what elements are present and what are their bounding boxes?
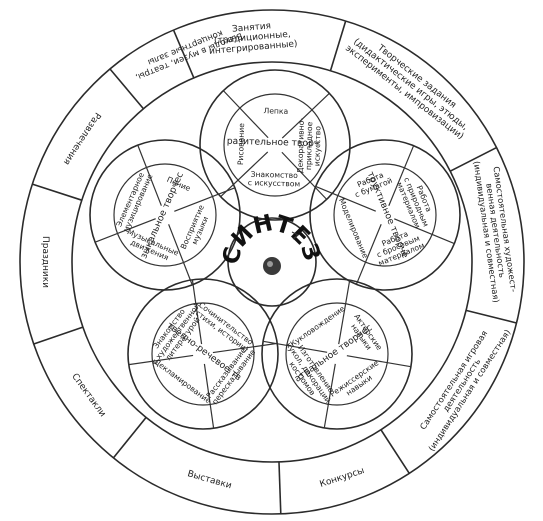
segment-label: Декоративно- — [295, 118, 305, 174]
segment-divider — [137, 144, 162, 206]
activity-circle-outline — [89, 139, 241, 291]
activity-circle-inner — [151, 302, 255, 406]
segment-label: Кукловождение — [289, 304, 347, 349]
segment-label: Декламирование — [152, 357, 212, 406]
sector-divider — [32, 183, 83, 201]
sector-divider — [172, 29, 195, 79]
segment-divider — [394, 218, 455, 245]
segment-divider — [262, 340, 328, 353]
activity-title: Художественно-речевое творчество — [0, 0, 243, 383]
synthesis-hub: СИНТЕЗ — [218, 210, 325, 307]
segment-divider — [222, 90, 269, 139]
segment-divider — [191, 279, 203, 345]
segment-label: Рисование — [236, 123, 246, 166]
segment: Декламирование — [152, 357, 212, 406]
segment-divider — [315, 185, 376, 212]
segment-divider — [203, 363, 215, 429]
outer-sector-label: Выставки — [186, 469, 233, 491]
segment-divider — [168, 224, 193, 286]
segment-label: прикладное — [304, 121, 314, 170]
outer-sector-label: Занятия — [232, 21, 272, 34]
outer-sector: Развлечения — [61, 110, 102, 166]
outer-sector-label: Праздники — [40, 236, 50, 288]
segment-divider — [174, 187, 236, 212]
segment: Лепка — [263, 106, 288, 116]
activity-circle-outline — [309, 139, 461, 291]
outer-sector-label: Конкурсы — [319, 466, 366, 490]
outer-sector: Спектакли — [69, 372, 107, 419]
segment-label: Знакомство — [251, 170, 299, 180]
segment-label: Лепка — [263, 106, 288, 116]
outer-sector: Конкурсы — [319, 466, 366, 490]
sector-divider — [329, 20, 347, 71]
segment: Рисование — [236, 123, 246, 166]
outer-sector-label: эксперименты, импровизации) — [343, 43, 465, 141]
activity-circle-inner — [223, 93, 327, 197]
hub-circle — [227, 217, 317, 307]
sector-divider — [465, 309, 517, 324]
outer-sector: Праздники — [40, 236, 50, 288]
segment-divider — [281, 92, 330, 139]
sector-divider — [380, 429, 410, 474]
activity-circle-inner — [285, 302, 389, 406]
segment-label: искусство — [312, 126, 322, 167]
segment-divider — [128, 354, 194, 366]
segment-divider — [323, 363, 336, 429]
segment-divider — [346, 355, 412, 368]
sector-divider — [33, 326, 84, 345]
segment-divider — [388, 145, 415, 206]
segment-divider — [220, 151, 269, 198]
outer-circle — [19, 9, 525, 515]
sector-divider — [109, 68, 145, 110]
activity-circle-inner — [113, 163, 217, 267]
segment: Кукловождение — [289, 304, 347, 349]
segment-divider — [355, 224, 382, 285]
sector-divider — [449, 146, 497, 172]
sector-divider — [278, 461, 282, 514]
segment-divider — [212, 342, 278, 354]
segment-divider — [94, 218, 156, 243]
segment-label: с искусством — [248, 178, 301, 188]
inner-ring-circle — [71, 61, 473, 463]
outer-sector: Самостоятельная игроваядеятельность(инди… — [418, 328, 513, 453]
segment-divider — [281, 151, 328, 200]
segment-divider — [338, 279, 351, 345]
activity-circle-inner — [333, 163, 437, 267]
sector-divider — [112, 416, 147, 459]
outer-sector: Выставки — [186, 469, 233, 491]
activity-circle-outline — [261, 278, 413, 430]
hub-arrow-icon — [291, 231, 300, 240]
activity-circle-outline — [199, 69, 351, 221]
outer-sector-label: Развлечения — [61, 110, 102, 166]
outer-sector: Самостоятельная художест-венная деятельн… — [472, 160, 519, 303]
activity-title: Изобразительное творчество — [0, 0, 319, 149]
outer-sector-label: Спектакли — [69, 372, 107, 419]
hub-dot-highlight — [267, 261, 273, 267]
